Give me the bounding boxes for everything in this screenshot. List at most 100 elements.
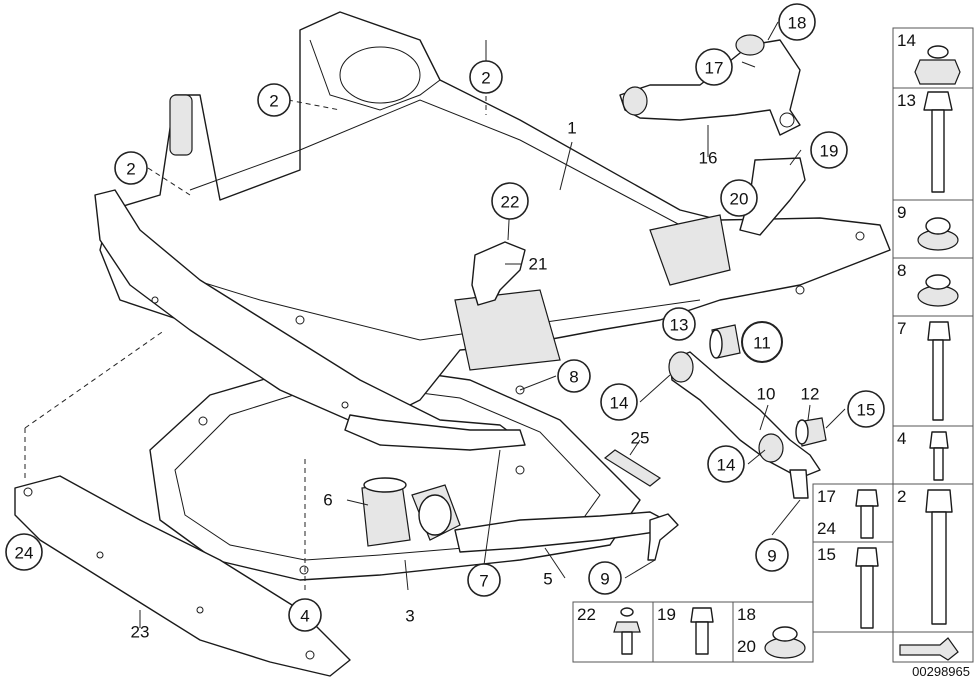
callout-23: 23: [131, 623, 150, 642]
bolt-17-icon: [855, 489, 879, 539]
hydromount-7-part: [411, 484, 461, 541]
legend-15: 15: [817, 545, 836, 564]
flange-bolt-icon: [927, 321, 951, 421]
svg-text:5: 5: [543, 570, 552, 589]
svg-text:15: 15: [857, 401, 876, 420]
hex-bolt-icon: [923, 91, 953, 193]
svg-text:14: 14: [610, 394, 629, 413]
callout-13: 13: [662, 307, 696, 341]
legend-14: 14: [897, 31, 916, 50]
callout-4: 4: [288, 598, 322, 632]
control-arm-part: [344, 414, 526, 451]
hex-nut-icon: [914, 45, 961, 85]
legend-18: 18: [737, 605, 756, 624]
svg-text:13: 13: [670, 316, 689, 335]
callout-2a: 2: [469, 60, 503, 94]
svg-text:10: 10: [757, 385, 776, 404]
legend-17: 17: [817, 487, 836, 506]
legend-9: 9: [897, 203, 906, 222]
svg-text:11: 11: [753, 334, 771, 353]
callout-2b: 2: [257, 83, 291, 117]
rubber-mount-12-part: [795, 417, 827, 447]
callout-22: 22: [491, 182, 529, 220]
svg-text:17: 17: [705, 59, 724, 78]
callout-14a: 14: [600, 383, 638, 421]
svg-text:9: 9: [600, 570, 609, 589]
callout-15: 15: [847, 390, 885, 428]
svg-text:22: 22: [501, 193, 520, 212]
svg-text:16: 16: [699, 149, 718, 168]
callout-8: 8: [557, 359, 591, 393]
rubber-mount-11-part: [709, 324, 741, 359]
callout-16: 16: [699, 149, 718, 168]
axle-carrier-part: [99, 11, 891, 421]
svg-text:21: 21: [529, 255, 548, 274]
svg-text:20: 20: [730, 190, 749, 209]
legend-2: 2: [897, 487, 906, 506]
callout-12: 12: [801, 385, 820, 404]
hex-bolt-small-icon: [690, 607, 714, 655]
svg-text:14: 14: [717, 456, 736, 475]
svg-text:3: 3: [405, 607, 414, 626]
svg-text:6: 6: [323, 491, 332, 510]
reinforcement-plate-part: [14, 475, 351, 677]
callout-25: 25: [631, 429, 650, 448]
legend-20: 20: [737, 637, 756, 656]
wishbone-part: [668, 351, 821, 499]
collar-nut-icon: [917, 217, 959, 251]
callout-2c: 2: [114, 151, 148, 185]
fastener-legend-bottom: 22 19 18 20: [572, 601, 814, 663]
hydromount-6-part: [361, 477, 411, 547]
callout-24: 24: [5, 533, 43, 571]
svg-text:18: 18: [788, 14, 807, 33]
svg-text:8: 8: [569, 368, 578, 387]
callout-20: 20: [720, 179, 758, 217]
svg-text:1: 1: [567, 119, 576, 138]
callout-19: 19: [810, 131, 848, 169]
direction-arrow-icon: [899, 637, 959, 661]
svg-text:12: 12: [801, 385, 820, 404]
svg-text:7: 7: [479, 572, 488, 591]
legend-4: 4: [897, 429, 906, 448]
short-bolt-icon: [929, 431, 949, 481]
svg-text:19: 19: [820, 142, 839, 161]
legend-24: 24: [817, 519, 836, 538]
svg-text:2: 2: [481, 69, 490, 88]
bracket-21-part: [471, 241, 526, 306]
callout-11: 11: [741, 321, 783, 363]
svg-text:2: 2: [269, 92, 278, 111]
legend-22: 22: [577, 605, 596, 624]
legend-13: 13: [897, 91, 916, 110]
svg-text:25: 25: [631, 429, 650, 448]
flange-nut-small-icon: [764, 626, 806, 659]
bolt-15-icon: [855, 547, 879, 629]
pin-part: [603, 449, 662, 487]
callout-6: 6: [323, 491, 332, 510]
callout-3: 3: [405, 607, 414, 626]
callout-9b: 9: [755, 538, 789, 572]
svg-text:2: 2: [126, 160, 135, 179]
callout-18: 18: [778, 3, 816, 41]
fastener-legend-right: 14 13 9 8 7 4 2 17 24 15: [812, 27, 974, 663]
svg-text:24: 24: [15, 544, 34, 563]
callout-7: 7: [467, 563, 501, 597]
svg-text:9: 9: [767, 547, 776, 566]
svg-text:23: 23: [131, 623, 150, 642]
callout-14b: 14: [707, 445, 745, 483]
callout-10: 10: [757, 385, 776, 404]
legend-19: 19: [657, 605, 676, 624]
callout-21: 21: [529, 255, 548, 274]
callout-9a: 9: [588, 561, 622, 595]
long-bolt-icon: [925, 489, 953, 625]
legend-8: 8: [897, 261, 906, 280]
callout-17: 17: [695, 48, 733, 86]
callout-5: 5: [543, 570, 552, 589]
flange-nut-icon: [917, 274, 959, 307]
document-id: 00298965: [912, 664, 970, 679]
tension-strut-part: [454, 511, 679, 561]
legend-7: 7: [897, 319, 906, 338]
clip-rivet-icon: [613, 607, 641, 655]
callout-1: 1: [567, 119, 576, 138]
svg-text:4: 4: [300, 607, 309, 626]
